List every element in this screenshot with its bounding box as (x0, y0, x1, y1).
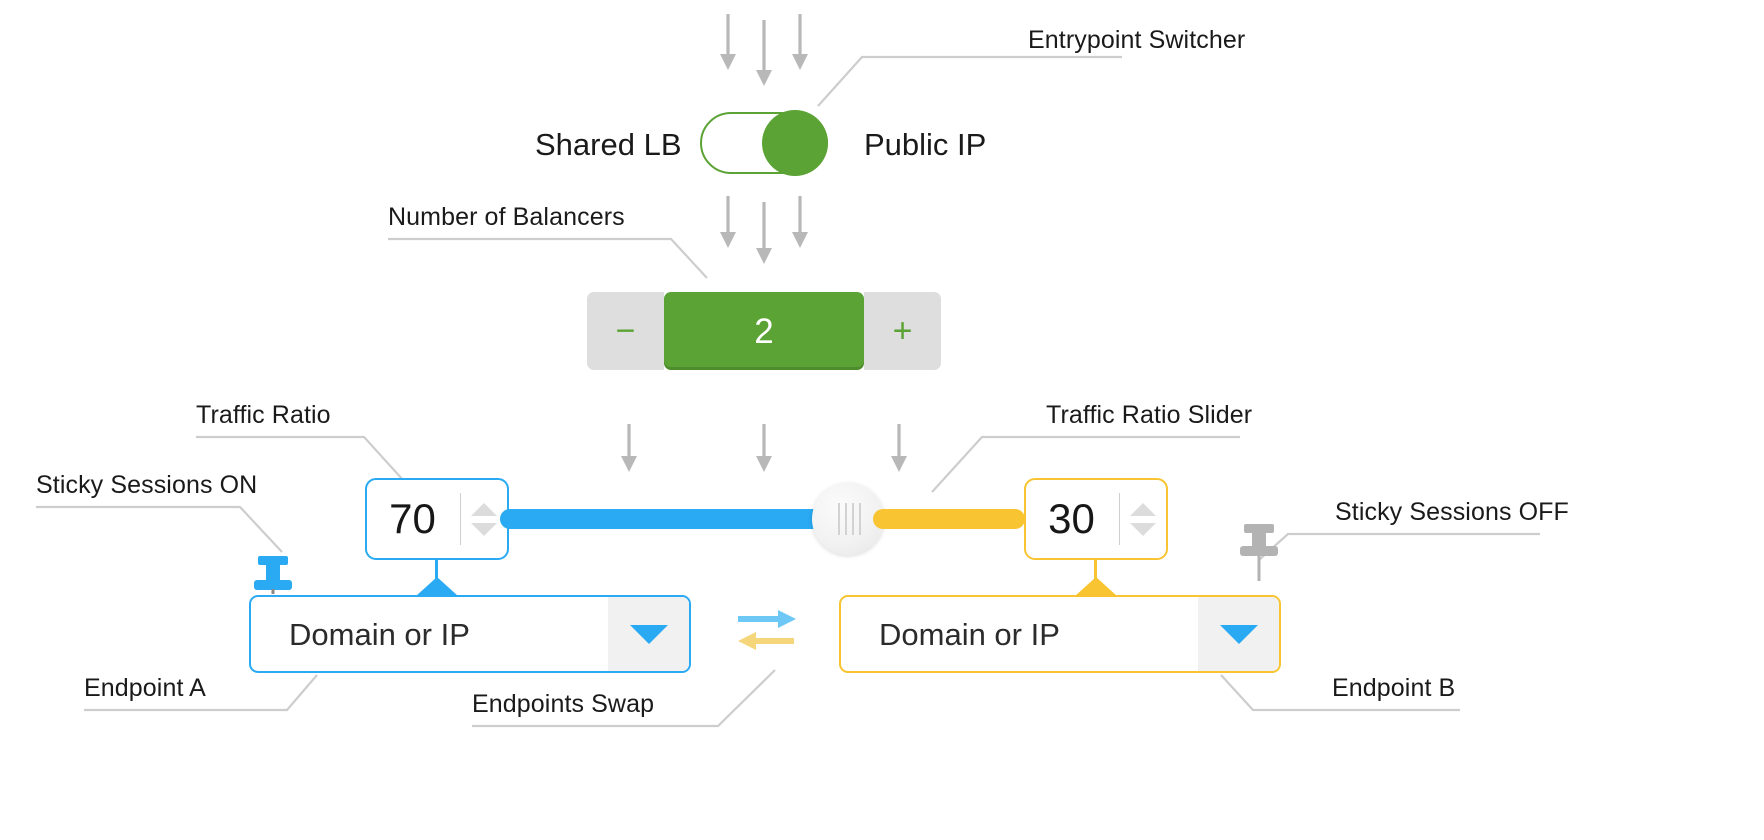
traffic-ratio-input-a[interactable]: 70 (365, 478, 509, 560)
entrypoint-switcher-toggle[interactable] (700, 110, 828, 176)
grip-line (859, 503, 861, 535)
spinner-up-icon-a[interactable] (471, 502, 497, 516)
grip-line (852, 503, 854, 535)
callout-endpoints-swap: Endpoints Swap (472, 690, 655, 718)
spinner-arrows-b (1120, 502, 1166, 536)
endpoints-swap-icon[interactable] (738, 610, 796, 650)
grip-line (845, 503, 847, 535)
chevron-down-icon (629, 624, 668, 644)
traffic-ratio-input-b[interactable]: 30 (1024, 478, 1168, 560)
traffic-ratio-value-a: 70 (389, 495, 436, 542)
toggle-label-shared-lb: Shared LB (535, 127, 682, 162)
pointer-arrows-group-1 (720, 14, 808, 86)
pin-icon-sticky-on (254, 556, 292, 594)
spinner-up-icon-b[interactable] (1130, 502, 1156, 516)
callout-traffic-ratio: Traffic Ratio (196, 401, 331, 429)
endpoint-a-dropdown[interactable]: Domain or IP (249, 595, 691, 673)
callout-sticky-sessions-on: Sticky Sessions ON (36, 471, 258, 499)
chevron-down-icon (1219, 624, 1258, 644)
endpoint-a-value: Domain or IP (289, 616, 470, 652)
callout-endpoint-a: Endpoint A (84, 674, 206, 702)
endpoint-b-value: Domain or IP (879, 616, 1060, 652)
grip-line (838, 503, 840, 535)
connector-arrow-b (1075, 577, 1117, 596)
spinner-down-icon-a[interactable] (471, 522, 497, 536)
spinner-arrows-a (461, 502, 507, 536)
slider-track-filled-a[interactable] (500, 509, 825, 529)
callout-leader-lines (36, 55, 1540, 728)
toggle-knob (762, 110, 828, 176)
pointer-arrows-group-2 (720, 196, 808, 264)
callout-sticky-sessions-off: Sticky Sessions OFF (1335, 498, 1569, 526)
connector-arrow-a (416, 577, 458, 596)
toggle-label-public-ip: Public IP (864, 127, 987, 162)
callout-number-of-balancers: Number of Balancers (388, 203, 625, 231)
endpoint-a-dropdown-button[interactable] (608, 597, 689, 671)
pin-icon-sticky-off (1240, 524, 1278, 581)
traffic-ratio-slider-handle[interactable] (812, 483, 884, 555)
balancers-stepper: − 2 + (587, 292, 941, 370)
endpoint-b-dropdown-button[interactable] (1198, 597, 1279, 671)
spinner-down-icon-b[interactable] (1130, 522, 1156, 536)
slider-track-filled-b[interactable] (873, 509, 1025, 529)
endpoint-b-dropdown[interactable]: Domain or IP (839, 595, 1281, 673)
balancers-decrement-button[interactable]: − (587, 292, 664, 370)
balancers-increment-button[interactable]: + (864, 292, 941, 370)
traffic-ratio-value-b: 30 (1048, 495, 1095, 542)
spinner-divider (1119, 493, 1120, 545)
callout-entrypoint-switcher: Entrypoint Switcher (1028, 26, 1246, 54)
balancers-value[interactable]: 2 (664, 292, 864, 370)
pointer-arrows-group-3 (621, 424, 907, 472)
spinner-divider (460, 493, 461, 545)
callout-endpoint-b: Endpoint B (1332, 674, 1456, 702)
callout-traffic-ratio-slider: Traffic Ratio Slider (1046, 401, 1253, 429)
